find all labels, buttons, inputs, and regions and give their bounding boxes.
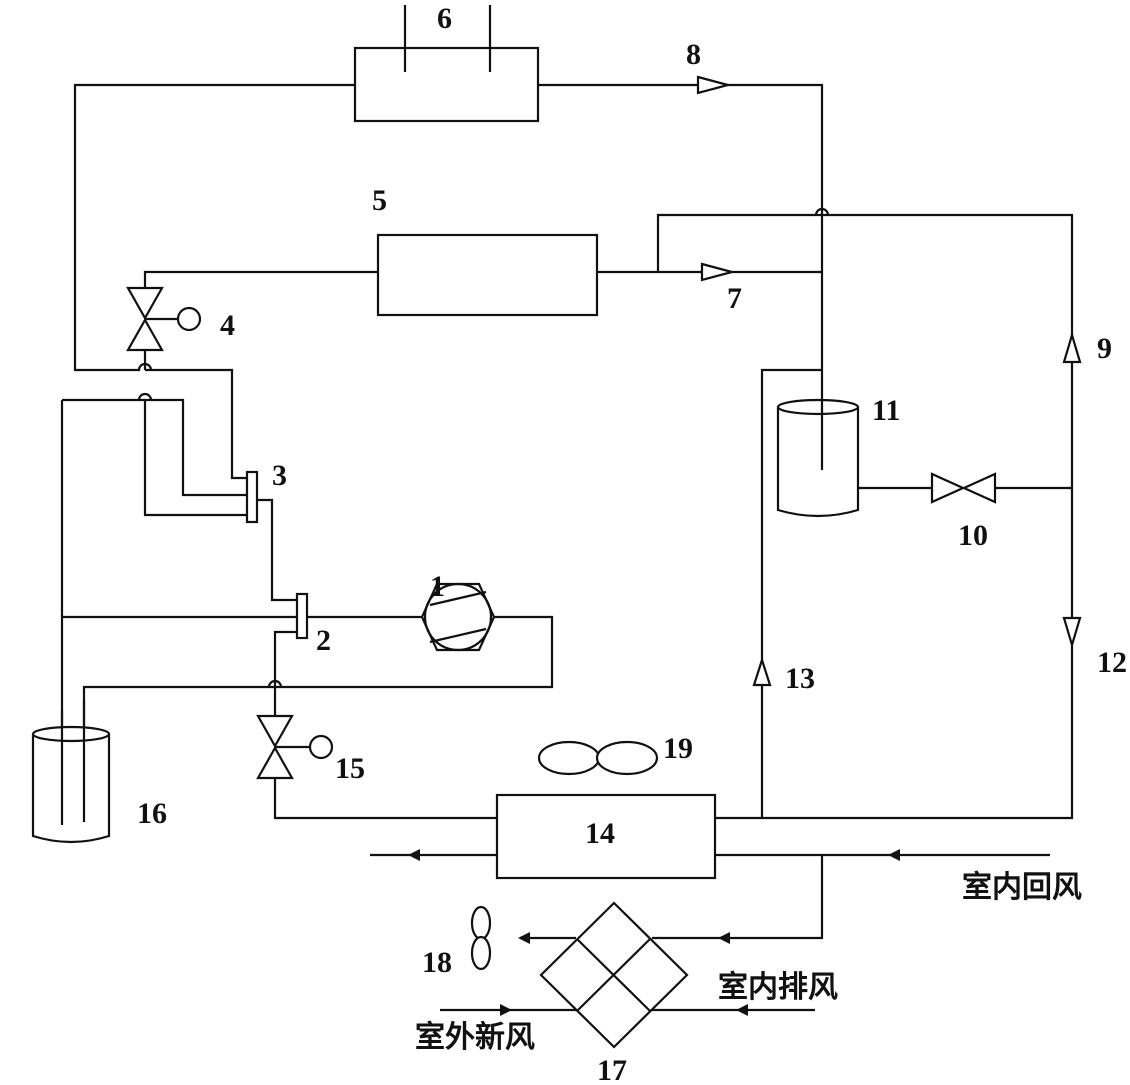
label-15: 15: [335, 752, 365, 785]
label-2: 2: [316, 624, 331, 657]
component-labels: 1 2 3 4 5 6 7 8 9 10 11 12 13 14 15 16 1…: [137, 2, 1127, 1085]
label-4: 4: [220, 309, 235, 342]
crossing-hump-1: [137, 392, 153, 401]
pipe-bypass-top: [656, 213, 1074, 488]
airflow-arrows: [408, 849, 900, 1016]
fan-19-blade-right: [595, 740, 659, 776]
pipe-3-a: [145, 368, 247, 480]
label-18: 18: [422, 946, 452, 979]
pipe-6-to-receiver: [538, 83, 824, 470]
label-9: 9: [1097, 332, 1112, 365]
label-3: 3: [272, 459, 287, 492]
pipe-3-b: [143, 400, 247, 517]
arrow-fresh: [500, 1004, 512, 1016]
airflow-labels: 室内回风 室内排风 室外新风: [415, 870, 1082, 1055]
heat-exchanger-14: [495, 793, 717, 880]
heat-recovery-17-icon: [539, 901, 689, 1049]
recovery-core-diag-b: [576, 938, 651, 1012]
label-8: 8: [686, 38, 701, 71]
label-indoor-exhaust-air: 室内排风: [718, 970, 838, 1005]
label-10: 10: [958, 519, 988, 552]
check-valve-9-icon: [1062, 331, 1082, 364]
check-valve-7-icon: [700, 262, 737, 282]
valve-4-actuator: [176, 306, 202, 332]
pipe-3-c: [62, 398, 247, 497]
valve-15-lower: [256, 745, 294, 780]
pipe-2-to-15: [273, 630, 297, 718]
expansion-valve-15-icon: [256, 714, 334, 780]
receiver-11-body: [776, 406, 860, 518]
label-outdoor-fresh-air: 室外新风: [415, 1020, 535, 1055]
pipe-15-to-14: [273, 778, 497, 820]
accumulator-16-icon: [31, 700, 111, 844]
throttle-valve-10-icon: [930, 472, 997, 504]
valve-10-left: [930, 472, 966, 504]
pipe-valve4-to-5: [143, 270, 378, 300]
valve-10-right: [961, 472, 997, 504]
accumulator-16-body: [31, 733, 111, 844]
label-17: 17: [597, 1054, 627, 1085]
four-way-valve-2-icon: [295, 592, 309, 640]
accumulator-16-top: [31, 725, 111, 743]
fan-19-icon: [537, 740, 659, 776]
label-indoor-return-air: 室内回风: [962, 870, 1082, 905]
arrow-to-18: [518, 932, 530, 944]
label-16: 16: [137, 797, 167, 830]
compressor-line-a: [429, 590, 487, 607]
crossing-hump-2: [814, 207, 830, 216]
pipe-left-top: [73, 83, 355, 372]
compressor-line-b: [429, 627, 487, 644]
air-to-17: [652, 855, 824, 940]
fan-18-blade-bottom: [470, 935, 492, 971]
pipe-3-to-2: [257, 498, 297, 602]
check-valve-8-icon: [696, 75, 733, 95]
label-5: 5: [372, 184, 387, 217]
crossing-hump-3: [267, 679, 283, 688]
valve-4-lower: [126, 317, 164, 352]
arrow-exhaust: [736, 1004, 748, 1016]
label-12: 12: [1097, 646, 1127, 679]
compressor-rotor: [423, 582, 493, 652]
label-19: 19: [663, 732, 693, 765]
crossing-hump-4: [137, 362, 153, 371]
arrow-return: [888, 849, 900, 861]
receiver-11-icon: [776, 398, 860, 518]
heat-exchanger-6-body: [353, 46, 540, 123]
valve-4-upper: [126, 286, 164, 321]
receiver-11-top: [776, 398, 860, 416]
fan-19-blade-left: [537, 740, 601, 776]
check-valve-13-icon: [752, 656, 772, 687]
heat-exchanger-6: [353, 5, 540, 123]
label-1: 1: [430, 570, 445, 603]
valve-15-actuator: [308, 734, 334, 760]
heat-exchanger-5: [376, 233, 599, 317]
fan-18-icon: [470, 905, 492, 971]
fan-18-blade-top: [470, 905, 492, 941]
compressor-1-icon: [420, 582, 496, 652]
label-7: 7: [727, 282, 742, 315]
expansion-valve-4-icon: [126, 286, 202, 352]
label-11: 11: [872, 394, 900, 427]
compressor-body: [420, 582, 496, 652]
arrow-supply: [408, 849, 420, 861]
valve-15-upper: [256, 714, 294, 749]
four-way-valve-3-icon: [245, 470, 259, 524]
label-13: 13: [785, 662, 815, 695]
label-14: 14: [585, 817, 615, 850]
arrow-to-17: [718, 932, 730, 944]
pipe-right-down: [715, 488, 1074, 820]
check-valve-12-icon: [1062, 616, 1082, 649]
label-6: 6: [437, 2, 452, 35]
